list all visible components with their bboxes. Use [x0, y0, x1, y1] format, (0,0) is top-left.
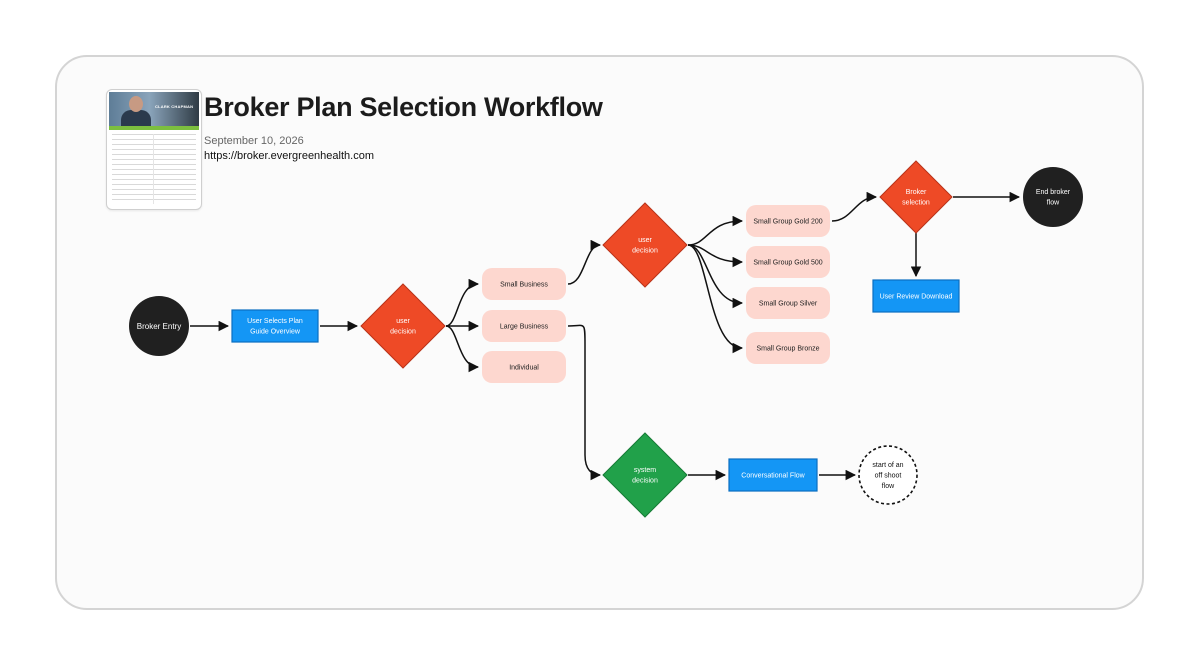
thumbnail-nav-bar: [109, 126, 199, 130]
page-date: September 10, 2026: [204, 135, 304, 147]
node-decision2[interactable]: user decision: [602, 202, 688, 288]
process-box: [872, 279, 960, 313]
node-bronze[interactable]: Small Group Bronze: [746, 332, 830, 364]
node-label: Small Group Gold 200: [753, 218, 822, 225]
node-label: user: [638, 237, 652, 244]
node-label: Broker: [906, 189, 927, 196]
node-label: Small Group Silver: [759, 300, 818, 307]
node-label: decision: [390, 329, 416, 336]
thumbnail-name: CLARK CHAPMAN: [155, 104, 194, 109]
node-label: User Selects Plan: [247, 318, 303, 325]
terminal-shape: [129, 296, 189, 356]
node-label: User Review Download: [880, 293, 953, 300]
connector-arrow: [687, 215, 744, 246]
node-label: selection: [902, 200, 930, 207]
node-offshoot[interactable]: start of an off shoot flow: [858, 445, 918, 505]
option-pill: [482, 310, 566, 342]
node-broker-entry[interactable]: Broker Entry: [129, 296, 189, 356]
node-label: Guide Overview: [250, 329, 301, 336]
option-pill: [746, 332, 830, 364]
connector-arrow: [687, 244, 744, 354]
node-silver[interactable]: Small Group Silver: [746, 287, 830, 319]
node-broker-selection[interactable]: Broker selection: [879, 160, 953, 234]
thumbnail-column-divider: [153, 134, 154, 204]
node-system-decision[interactable]: system decision: [602, 432, 688, 518]
node-small-business[interactable]: Small Business: [482, 268, 566, 300]
connector-arrow: [445, 278, 480, 327]
node-label: Large Business: [500, 323, 549, 330]
process-box: [728, 458, 818, 492]
node-label: off shoot: [875, 472, 902, 479]
connector-arrow: [687, 244, 744, 268]
node-conversational[interactable]: Conversational Flow: [728, 458, 818, 492]
connector-arrow: [687, 244, 744, 309]
node-label: Individual: [509, 364, 539, 371]
node-individual[interactable]: Individual: [482, 351, 566, 383]
connector-arrow: [445, 325, 480, 373]
node-label: Small Group Bronze: [756, 345, 819, 352]
decision-diamond: [602, 202, 688, 288]
decision-diamond: [602, 432, 688, 518]
decision-diamond: [360, 283, 446, 369]
node-label: End broker: [1036, 189, 1071, 196]
option-pill: [482, 268, 566, 300]
option-pill: [746, 205, 830, 237]
node-user-review[interactable]: User Review Download: [872, 279, 960, 313]
option-pill: [746, 246, 830, 278]
connector-arrow: [567, 239, 602, 285]
node-label: Small Business: [500, 281, 548, 288]
terminal-shape: [1023, 167, 1083, 227]
node-label: start of an: [872, 462, 903, 469]
option-pill: [482, 351, 566, 383]
node-large-business[interactable]: Large Business: [482, 310, 566, 342]
node-end-flow[interactable]: End broker flow: [1023, 167, 1083, 227]
process-box: [231, 309, 319, 343]
node-label: user: [396, 318, 410, 325]
connector-layer: [190, 191, 1021, 481]
node-decision1[interactable]: user decision: [360, 283, 446, 369]
offshoot-circle: [858, 445, 918, 505]
document-thumbnail[interactable]: CLARK CHAPMAN: [106, 89, 202, 210]
thumbnail-portrait: [121, 110, 151, 126]
connector-arrow: [567, 324, 602, 481]
node-label: flow: [882, 483, 895, 490]
node-gold200[interactable]: Small Group Gold 200: [746, 205, 830, 237]
connector-arrow: [831, 191, 878, 222]
page-url[interactable]: https://broker.evergreenhealth.com: [204, 150, 374, 162]
node-label: Conversational Flow: [741, 472, 805, 479]
thumbnail-text-lines: [112, 134, 196, 204]
node-gold500[interactable]: Small Group Gold 500: [746, 246, 830, 278]
node-label: Broker Entry: [137, 322, 181, 331]
thumbnail-portrait-face: [129, 96, 143, 112]
option-pill: [746, 287, 830, 319]
node-label: decision: [632, 248, 658, 255]
node-label: system: [634, 467, 656, 474]
node-label: flow: [1047, 200, 1060, 207]
decision-diamond: [879, 160, 953, 234]
node-label: decision: [632, 478, 658, 485]
node-label: Small Group Gold 500: [753, 259, 822, 266]
page-title: Broker Plan Selection Workflow: [204, 92, 603, 122]
